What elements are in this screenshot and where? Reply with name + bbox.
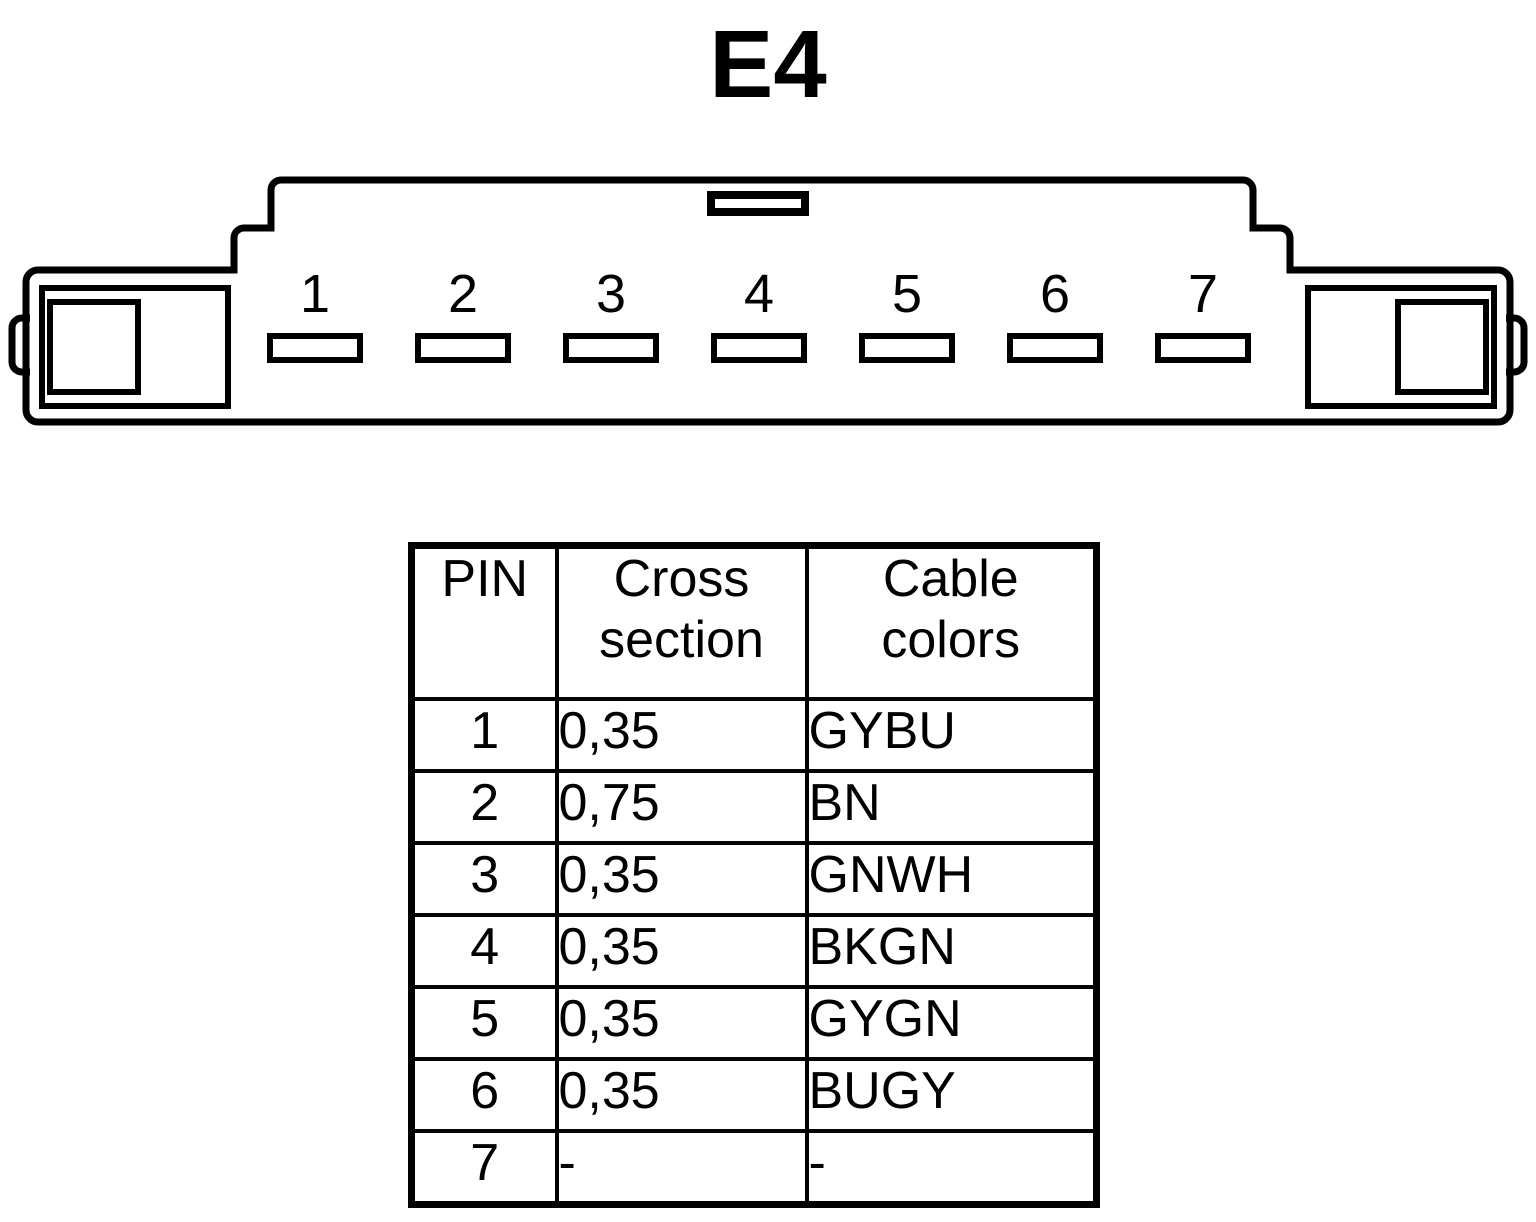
cell-cable-colors: GYGN — [804, 985, 1099, 1061]
column-header-cross-section-line1: Cross — [613, 550, 750, 608]
connector-diagram: 1 2 3 4 5 6 7 — [0, 160, 1536, 450]
left-wing-outer-rect — [39, 285, 231, 409]
pin-slot-1 — [267, 333, 363, 363]
pin-slot-2 — [415, 333, 511, 363]
pin-slot-6 — [1007, 333, 1103, 363]
cell-cable-colors: BKGN — [804, 913, 1099, 989]
pin-label-5: 5 — [892, 264, 922, 324]
cell-cable-colors: BN — [804, 769, 1099, 845]
top-latch-slot — [707, 191, 809, 216]
cell-pin: 3 — [409, 841, 559, 917]
cell-cable-colors: BUGY — [804, 1057, 1099, 1133]
pin-slot-7 — [1155, 333, 1251, 363]
cell-pin: 1 — [409, 697, 559, 773]
right-wing-outer-rect — [1305, 285, 1497, 409]
table-row: 7-- — [409, 1129, 1099, 1207]
pin-label-6: 6 — [1040, 264, 1070, 324]
pin-label-1: 1 — [300, 264, 330, 324]
pin-slot-5 — [859, 333, 955, 363]
pin-slot-4 — [711, 333, 807, 363]
cell-cable-colors: - — [804, 1129, 1099, 1207]
pin-label-4: 4 — [744, 264, 774, 324]
cell-pin: 7 — [409, 1129, 559, 1207]
pin-table-head: PIN Cross section Cable colors — [409, 543, 1099, 701]
column-header-cable-colors-line1: Cable — [882, 550, 1019, 608]
left-retention-tab-icon — [8, 314, 30, 376]
left-wing-inner-square — [47, 299, 141, 395]
connector-drawing: 1 2 3 4 5 6 7 — [8, 176, 1528, 426]
cell-cross-section: 0,35 — [554, 697, 809, 773]
cell-pin: 6 — [409, 1057, 559, 1133]
pin-slot-3 — [563, 333, 659, 363]
pin-label-7: 7 — [1188, 264, 1218, 324]
cell-cross-section: 0,35 — [554, 841, 809, 917]
cell-cross-section: 0,35 — [554, 985, 809, 1061]
column-header-cable-colors-line2: colors — [881, 611, 1021, 670]
page-title: E4 — [0, 0, 1536, 130]
cell-cross-section: - — [554, 1129, 809, 1207]
right-retention-tab-icon — [1506, 314, 1528, 376]
column-header-cross-section: Cross section — [554, 543, 809, 701]
column-header-cross-section-line2: section — [599, 611, 764, 670]
page-title-text: E4 — [709, 11, 827, 118]
column-header-cable-colors: Cable colors — [804, 543, 1099, 701]
connector-body-outline — [22, 176, 1514, 426]
pin-label-3: 3 — [596, 264, 626, 324]
table-header-row: PIN Cross section Cable colors — [409, 543, 1099, 701]
cell-cross-section: 0,75 — [554, 769, 809, 845]
cell-pin: 4 — [409, 913, 559, 989]
cell-pin: 2 — [409, 769, 559, 845]
cell-cable-colors: GNWH — [804, 841, 1099, 917]
column-header-pin: PIN — [409, 543, 559, 701]
cell-cross-section: 0,35 — [554, 913, 809, 989]
cell-pin: 5 — [409, 985, 559, 1061]
cell-cross-section: 0,35 — [554, 1057, 809, 1133]
pin-label-2: 2 — [448, 264, 478, 324]
column-header-pin-line1: PIN — [441, 550, 529, 608]
cell-cable-colors: GYBU — [804, 697, 1099, 773]
right-wing-inner-square — [1395, 299, 1489, 395]
